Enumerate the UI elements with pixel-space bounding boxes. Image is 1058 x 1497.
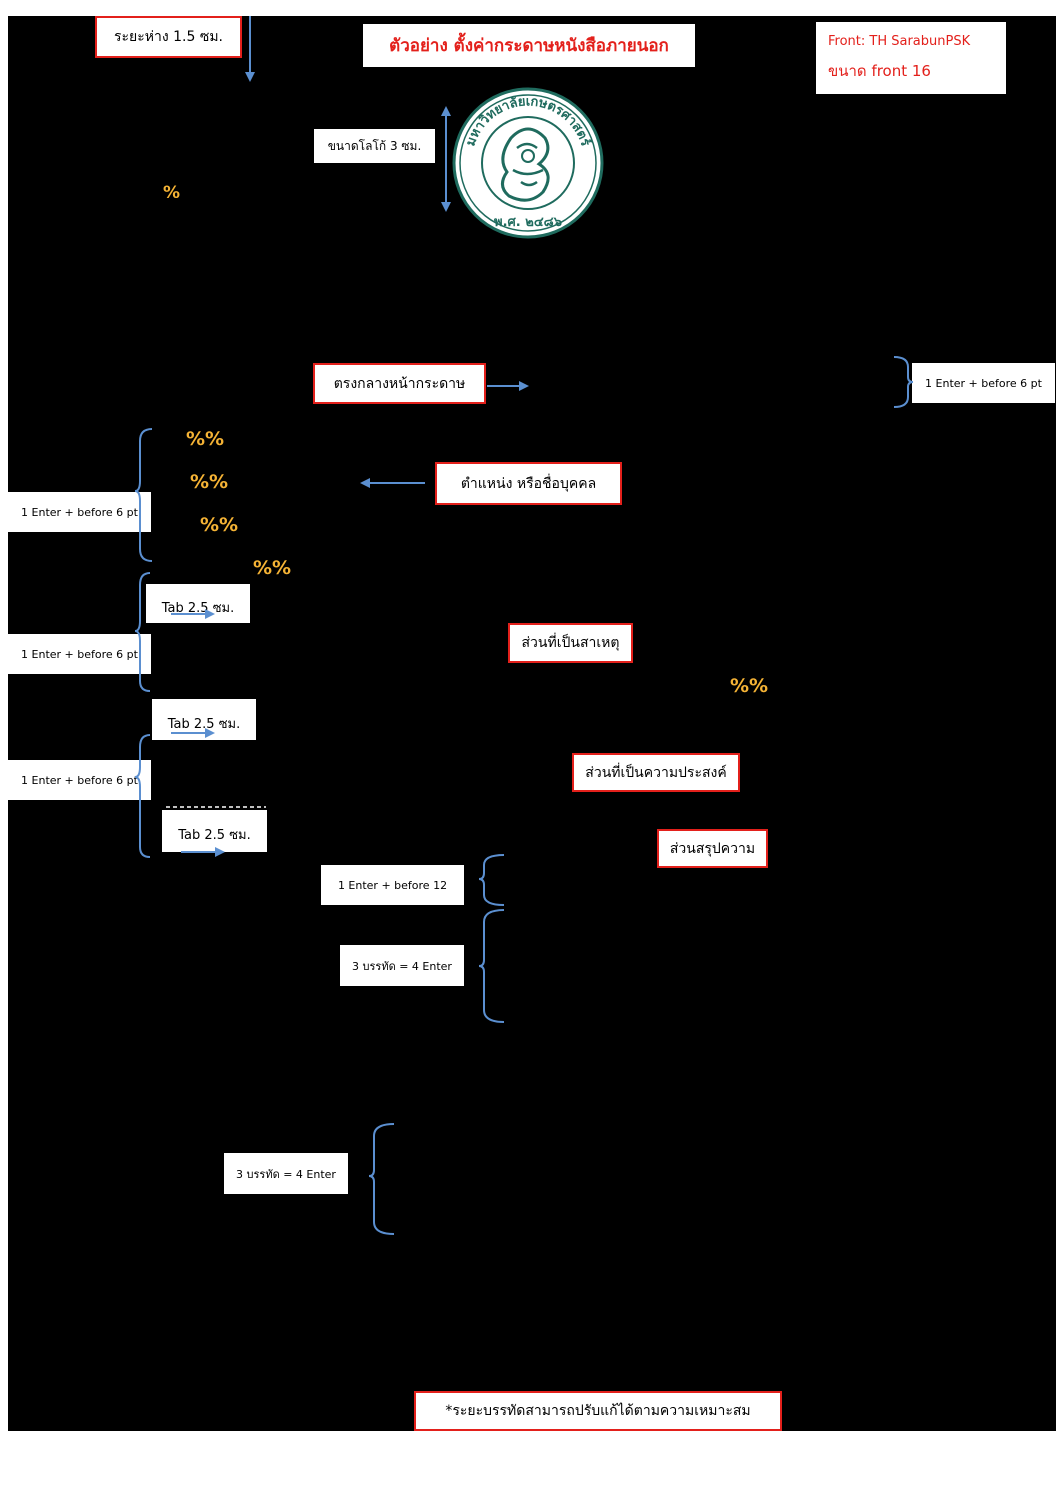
tab-label-1: Tab 2.5 ซม. xyxy=(146,584,250,623)
enter-label-right: 1 Enter + before 6 pt xyxy=(912,363,1055,403)
tab-label-2-text: Tab 2.5 ซม. xyxy=(167,717,241,732)
enter-label-left-3: 1 Enter + before 6 pt xyxy=(8,760,151,800)
tab-label-1-text: Tab 2.5 ซม. xyxy=(161,601,235,616)
tab-label-3-text: Tab 2.5 ซม. xyxy=(178,828,251,843)
lines-label-1: 3 บรรทัด = 4 Enter xyxy=(340,945,464,986)
enter-label-left-1: 1 Enter + before 6 pt xyxy=(8,492,151,532)
university-seal-logo: มหาวิทยาลัยเกษตรศาสตร์ พ.ศ. ๒๔๘๖ xyxy=(452,87,604,239)
footnote: *ระยะบรรทัดสามารถปรับแก้ได้ตามความเหมาะส… xyxy=(414,1391,782,1431)
percent-mark: %% xyxy=(730,675,769,697)
enter-label-left-2: 1 Enter + before 6 pt xyxy=(8,634,151,674)
enter-before-12-label: 1 Enter + before 12 xyxy=(321,865,464,905)
tab-label-3: Tab 2.5 ซม. xyxy=(162,810,267,852)
cause-label: ส่วนที่เป็นสาเหตุ xyxy=(508,623,633,663)
percent-mark: %% xyxy=(190,471,229,493)
percent-mark: %% xyxy=(186,428,225,450)
font-size-text: ขนาด front 16 xyxy=(828,61,931,80)
logo-bottom-text: พ.ศ. ๒๔๘๖ xyxy=(494,215,562,230)
percent-mark: % xyxy=(163,183,181,203)
position-label: ตำแหน่ง หรือชื่อบุคคล xyxy=(435,462,622,505)
lines-label-2: 3 บรรทัด = 4 Enter xyxy=(224,1153,348,1194)
font-info-box: Front: TH SarabunPSK ขนาด front 16 xyxy=(816,22,1006,94)
percent-mark: %% xyxy=(200,514,239,536)
page-title: ตัวอย่าง ตั้งค่ากระดาษหนังสือภายนอก xyxy=(363,24,695,67)
percent-mark: %% xyxy=(253,557,292,579)
tab-label-2: Tab 2.5 ซม. xyxy=(152,699,256,740)
purpose-label: ส่วนที่เป็นความประสงค์ xyxy=(572,753,740,792)
spacing-label: ระยะห่าง 1.5 ซม. xyxy=(95,16,242,58)
center-page-label: ตรงกลางหน้ากระดาษ xyxy=(313,363,486,404)
summary-label: ส่วนสรุปความ xyxy=(657,829,768,868)
logo-size-label: ขนาดโลโก้ 3 ซม. xyxy=(314,129,435,163)
font-name-text: Front: TH SarabunPSK xyxy=(828,33,971,49)
page-title-text: ตัวอย่าง ตั้งค่ากระดาษหนังสือภายนอก xyxy=(389,36,669,56)
